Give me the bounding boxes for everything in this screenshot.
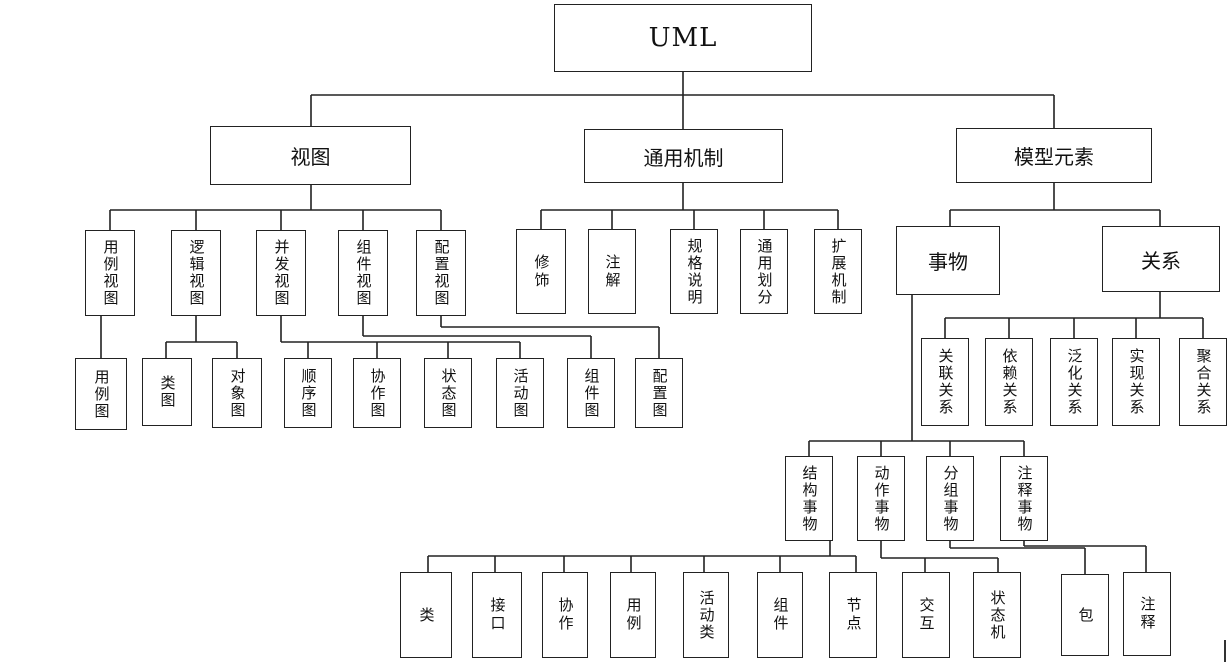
view-label: 配置视图 <box>432 239 451 307</box>
mechanisms-node: 通用机制 <box>584 129 783 183</box>
leaf-thing-node: 交互 <box>902 572 950 658</box>
leaf-thing-label: 活动类 <box>697 589 716 641</box>
relation-node: 依赖关系 <box>985 338 1033 426</box>
mechanism-label: 通用划分 <box>755 237 774 306</box>
view-node: 用例视图 <box>85 230 135 316</box>
mechanism-node: 注解 <box>588 229 636 314</box>
leaf-thing-label: 接口 <box>488 597 507 633</box>
relation-label: 关联关系 <box>936 348 955 416</box>
diagram-label: 活动图 <box>511 367 530 419</box>
thing-kind-node: 结构事物 <box>785 456 833 541</box>
mechanism-label: 扩展机制 <box>829 237 848 306</box>
diagram-node: 组件图 <box>567 358 615 428</box>
relation-label: 聚合关系 <box>1194 348 1213 416</box>
mechanism-label: 规格说明 <box>685 237 704 306</box>
leaf-thing-label: 交互 <box>917 597 936 633</box>
thing-kind-label: 结构事物 <box>800 464 819 533</box>
mechanism-label: 修饰 <box>532 253 551 290</box>
diagram-node: 类图 <box>142 358 192 426</box>
diagram-label: 对象图 <box>228 367 247 419</box>
mechanism-node: 修饰 <box>516 229 566 314</box>
diagram-node: 状态图 <box>424 358 472 428</box>
relation-label: 依赖关系 <box>1000 348 1019 416</box>
leaf-thing-label: 类 <box>417 606 436 624</box>
view-node: 配置视图 <box>416 230 466 316</box>
diagram-label: 协作图 <box>368 367 387 419</box>
relation-node: 泛化关系 <box>1050 338 1098 426</box>
uml-root-node: UML <box>554 4 812 72</box>
thing-kind-label: 动作事物 <box>872 464 891 533</box>
mechanism-node: 规格说明 <box>670 229 718 314</box>
views-node: 视图 <box>210 126 411 185</box>
diagram-node: 顺序图 <box>284 358 332 428</box>
view-node: 组件视图 <box>338 230 388 316</box>
leaf-thing-node: 注释 <box>1123 572 1171 656</box>
leaf-thing-node: 协作 <box>542 572 588 658</box>
diagram-node: 对象图 <box>212 358 262 428</box>
view-node: 并发视图 <box>256 230 306 316</box>
leaf-thing-node: 节点 <box>829 572 877 658</box>
relation-node: 实现关系 <box>1112 338 1160 426</box>
leaf-thing-label: 节点 <box>844 597 863 633</box>
diagram-label: 类图 <box>158 375 177 409</box>
things-node: 事物 <box>896 226 1000 295</box>
leaf-thing-node: 包 <box>1061 574 1109 656</box>
leaf-thing-node: 接口 <box>472 572 522 658</box>
relations-node: 关系 <box>1102 226 1220 292</box>
diagram-label: 组件图 <box>582 367 601 419</box>
view-node: 逻辑视图 <box>171 230 221 316</box>
leaf-thing-label: 包 <box>1076 606 1095 624</box>
diagram-node: 活动图 <box>496 358 544 428</box>
leaf-thing-label: 组件 <box>771 597 790 633</box>
leaf-thing-label: 协作 <box>556 597 575 633</box>
diagram-label: 状态图 <box>439 367 458 419</box>
leaf-thing-node: 用例 <box>610 572 656 658</box>
leaf-thing-label: 用例 <box>624 597 643 633</box>
mechanism-label: 注解 <box>603 253 622 290</box>
leaf-thing-node: 类 <box>400 572 452 658</box>
thing-kind-node: 注释事物 <box>1000 456 1048 541</box>
leaf-thing-node: 组件 <box>757 572 803 658</box>
leaf-thing-label: 状态机 <box>988 589 1007 641</box>
view-label: 并发视图 <box>272 239 291 307</box>
leaf-thing-label: 注释 <box>1138 596 1157 632</box>
diagram-label: 用例图 <box>92 368 111 420</box>
thing-kind-node: 分组事物 <box>926 456 974 541</box>
diagram-label: 顺序图 <box>299 367 318 419</box>
relation-node: 关联关系 <box>921 338 969 426</box>
relation-node: 聚合关系 <box>1179 338 1227 426</box>
diagram-label: 配置图 <box>650 367 669 419</box>
thing-kind-label: 分组事物 <box>941 464 960 533</box>
thing-kind-label: 注释事物 <box>1015 464 1034 533</box>
thing-kind-node: 动作事物 <box>857 456 905 541</box>
view-label: 组件视图 <box>354 239 373 307</box>
leaf-thing-node: 活动类 <box>683 572 729 658</box>
mechanism-node: 通用划分 <box>740 229 788 314</box>
leaf-thing-node: 状态机 <box>973 572 1021 658</box>
view-label: 逻辑视图 <box>187 239 206 307</box>
diagram-node: 配置图 <box>635 358 683 428</box>
relation-label: 实现关系 <box>1127 348 1146 416</box>
model-elements-node: 模型元素 <box>956 128 1152 183</box>
diagram-node: 用例图 <box>75 358 127 430</box>
edge-marker <box>1224 640 1226 662</box>
view-label: 用例视图 <box>101 239 120 307</box>
diagram-node: 协作图 <box>353 358 401 428</box>
relation-label: 泛化关系 <box>1065 348 1084 416</box>
mechanism-node: 扩展机制 <box>814 229 862 314</box>
